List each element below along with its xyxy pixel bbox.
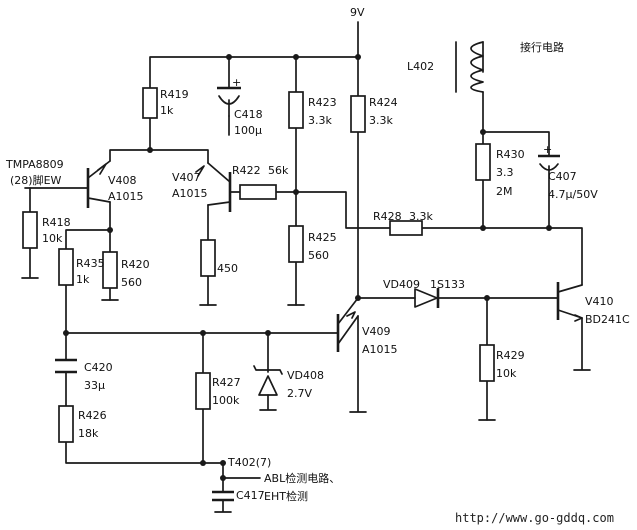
r422-val: 56k [268, 164, 289, 177]
r424-val: 3.3k [369, 114, 393, 127]
resistor-r429 [479, 344, 495, 382]
abl-ref: T402(7) [227, 456, 271, 469]
v408-part: A1015 [108, 190, 144, 203]
resistor-r418 [22, 211, 38, 249]
r428-val: 3.3k [409, 210, 433, 223]
c420-val: 33μ [84, 379, 105, 392]
r450-val: 450 [217, 262, 238, 275]
resistor-r426 [58, 405, 74, 443]
v410-ref: V410 [585, 295, 614, 308]
labels: 9V + + L402 接行电路 TMPA8809 (28)脚EW R419 1… [5, 6, 630, 525]
l402-note: 接行电路 [520, 41, 564, 54]
ic-pin: (28)脚EW [10, 173, 62, 187]
r426-val: 18k [78, 427, 99, 440]
abl-line2: EHT检测 [264, 489, 308, 503]
resistor-r423 [288, 91, 304, 129]
c418-ref: C418 [234, 108, 263, 121]
c407-val: 4.7μ/50V [548, 188, 598, 201]
v409-ref: V409 [362, 325, 391, 338]
resistor-r430 [475, 143, 491, 181]
r419-val: 1k [160, 104, 174, 117]
c407-ref: C407 [548, 170, 577, 183]
resistor-r425 [288, 225, 304, 263]
r430-val2: 2M [496, 185, 513, 198]
vd408-val: 2.7V [287, 387, 312, 400]
transistor-v410 [556, 282, 583, 320]
r424-ref: R424 [369, 96, 398, 109]
capacitor-c407 [538, 154, 560, 171]
r420-val: 560 [121, 276, 142, 289]
vd409-part: 1S133 [430, 278, 465, 291]
r427-ref: R427 [212, 376, 241, 389]
vd409-ref: VD409 [383, 278, 420, 291]
c417-ref: C417 [236, 489, 265, 502]
r418-ref: R418 [42, 216, 71, 229]
c418-plus: + [232, 76, 241, 89]
r423-ref: R423 [308, 96, 337, 109]
c407-plus: + [543, 143, 552, 156]
supply-label: 9V [350, 6, 365, 19]
resistors [22, 87, 495, 443]
abl-line1: ABL检测电路、 [264, 471, 340, 485]
v409-part: A1015 [362, 343, 398, 356]
r418-val: 10k [42, 232, 63, 245]
resistor-r420 [102, 251, 118, 289]
transistor-v408 [86, 160, 111, 208]
capacitor-c417 [212, 490, 234, 502]
c418-val: 100μ [234, 124, 262, 137]
junctions [63, 54, 552, 481]
r435-ref: R435 [76, 257, 105, 270]
v410-part: BD241C [585, 313, 630, 326]
diode-vd409 [414, 288, 440, 308]
r428-ref: R428 [373, 210, 402, 223]
r426-ref: R426 [78, 409, 107, 422]
transistor-v407 [207, 162, 232, 212]
v408-ref: V408 [108, 174, 137, 187]
resistor-r422 [239, 184, 277, 200]
c420-ref: C420 [84, 361, 113, 374]
r420-ref: R420 [121, 258, 150, 271]
r427-val: 100k [212, 394, 240, 407]
resistor-450 [200, 239, 216, 277]
r419-ref: R419 [160, 88, 189, 101]
r430-ref: R430 [496, 148, 525, 161]
r430-val: 3.3 [496, 166, 514, 179]
vd408-ref: VD408 [287, 369, 324, 382]
v407-part: A1015 [172, 187, 208, 200]
r429-val: 10k [496, 367, 517, 380]
capacitor-c420 [55, 358, 77, 374]
capacitor-c418 [217, 86, 241, 117]
ic-part: TMPA8809 [5, 158, 64, 171]
r425-ref: R425 [308, 231, 337, 244]
r422-ref: R422 [232, 164, 261, 177]
r435-val: 1k [76, 273, 90, 286]
transistor-v409 [336, 297, 359, 352]
v407-ref: V407 [172, 171, 201, 184]
zener-vd408 [253, 365, 283, 396]
inductor-l402 [455, 41, 484, 93]
r425-val: 560 [308, 249, 329, 262]
resistor-r428 [389, 220, 423, 236]
resistor-r424 [350, 95, 366, 133]
resistor-r435 [58, 248, 74, 286]
r423-val: 3.3k [308, 114, 332, 127]
resistor-r419 [142, 87, 158, 119]
l402-ref: L402 [407, 60, 434, 73]
r429-ref: R429 [496, 349, 525, 362]
resistor-r427 [195, 372, 211, 410]
watermark: http://www.go-gddq.com [455, 511, 614, 525]
